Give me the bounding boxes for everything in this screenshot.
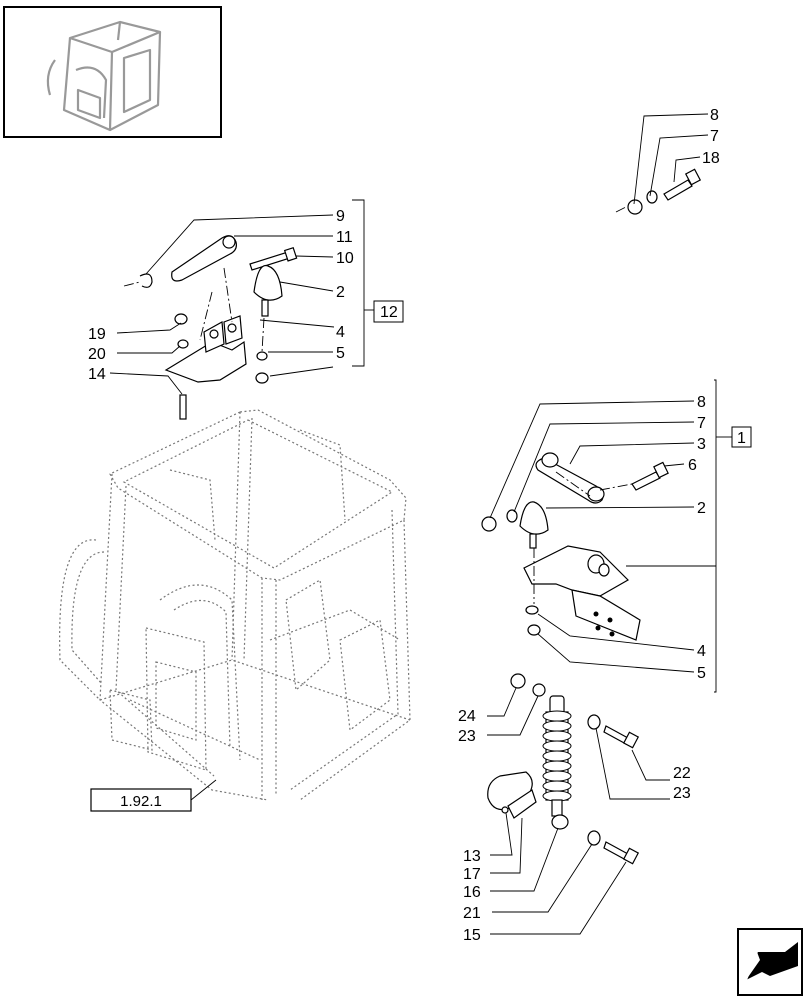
callout-label: 4 xyxy=(336,324,345,341)
callout-label: 18 xyxy=(702,150,720,167)
bracket-1-part xyxy=(523,545,629,597)
callout-label: 10 xyxy=(336,250,354,267)
callout-label: 20 xyxy=(88,346,106,363)
callout-label: 8 xyxy=(697,394,706,411)
right-mount-assembly xyxy=(481,452,669,641)
cab-frame-thumbnail-icon[interactable] xyxy=(3,6,222,138)
callout-label: 5 xyxy=(336,345,345,362)
callout-label: 15 xyxy=(463,927,481,944)
group-box-1 xyxy=(731,426,752,448)
callout-label: 2 xyxy=(697,500,706,517)
leader-lines xyxy=(109,113,732,935)
callout-label: 19 xyxy=(88,326,106,343)
callout-label: 8 xyxy=(710,107,719,124)
shock-absorber-assembly xyxy=(487,673,640,865)
callout-label: 13 xyxy=(463,848,481,865)
callout-label: 16 xyxy=(463,884,481,901)
callout-label: 12 xyxy=(380,304,398,321)
callout-label: 17 xyxy=(463,866,481,883)
callout-label: 2 xyxy=(336,284,345,301)
callout-labels: 8 7 18 9 11 10 2 12 4 5 19 20 14 8 7 3 1… xyxy=(88,107,752,944)
nut-19-part xyxy=(174,313,188,325)
bump-stop-part xyxy=(253,264,283,301)
reference-box[interactable] xyxy=(90,788,192,812)
callout-label: 5 xyxy=(697,665,706,682)
callout-label: 1 xyxy=(737,430,746,447)
callout-label: 22 xyxy=(673,765,691,782)
callout-label: 7 xyxy=(710,128,719,145)
reference-label: 1.92.1 xyxy=(120,793,162,810)
callout-label: 23 xyxy=(458,728,476,745)
callout-label: 21 xyxy=(463,905,481,922)
bolt-set-top xyxy=(615,168,702,215)
callout-label: 4 xyxy=(697,643,706,660)
left-mount-assembly xyxy=(123,235,298,420)
callout-label: 6 xyxy=(688,457,697,474)
callout-label: 3 xyxy=(697,436,706,453)
callout-label: 14 xyxy=(88,366,106,383)
next-page-arrow-icon[interactable] xyxy=(737,928,803,996)
callout-label: 9 xyxy=(336,208,345,225)
callout-label: 11 xyxy=(336,229,353,246)
callout-label: 24 xyxy=(458,708,476,725)
cab-frame-illustration xyxy=(59,409,411,801)
group-box-12 xyxy=(373,300,404,323)
callout-label: 23 xyxy=(673,785,691,802)
callout-label: 7 xyxy=(697,415,706,432)
clip-part xyxy=(139,273,153,288)
